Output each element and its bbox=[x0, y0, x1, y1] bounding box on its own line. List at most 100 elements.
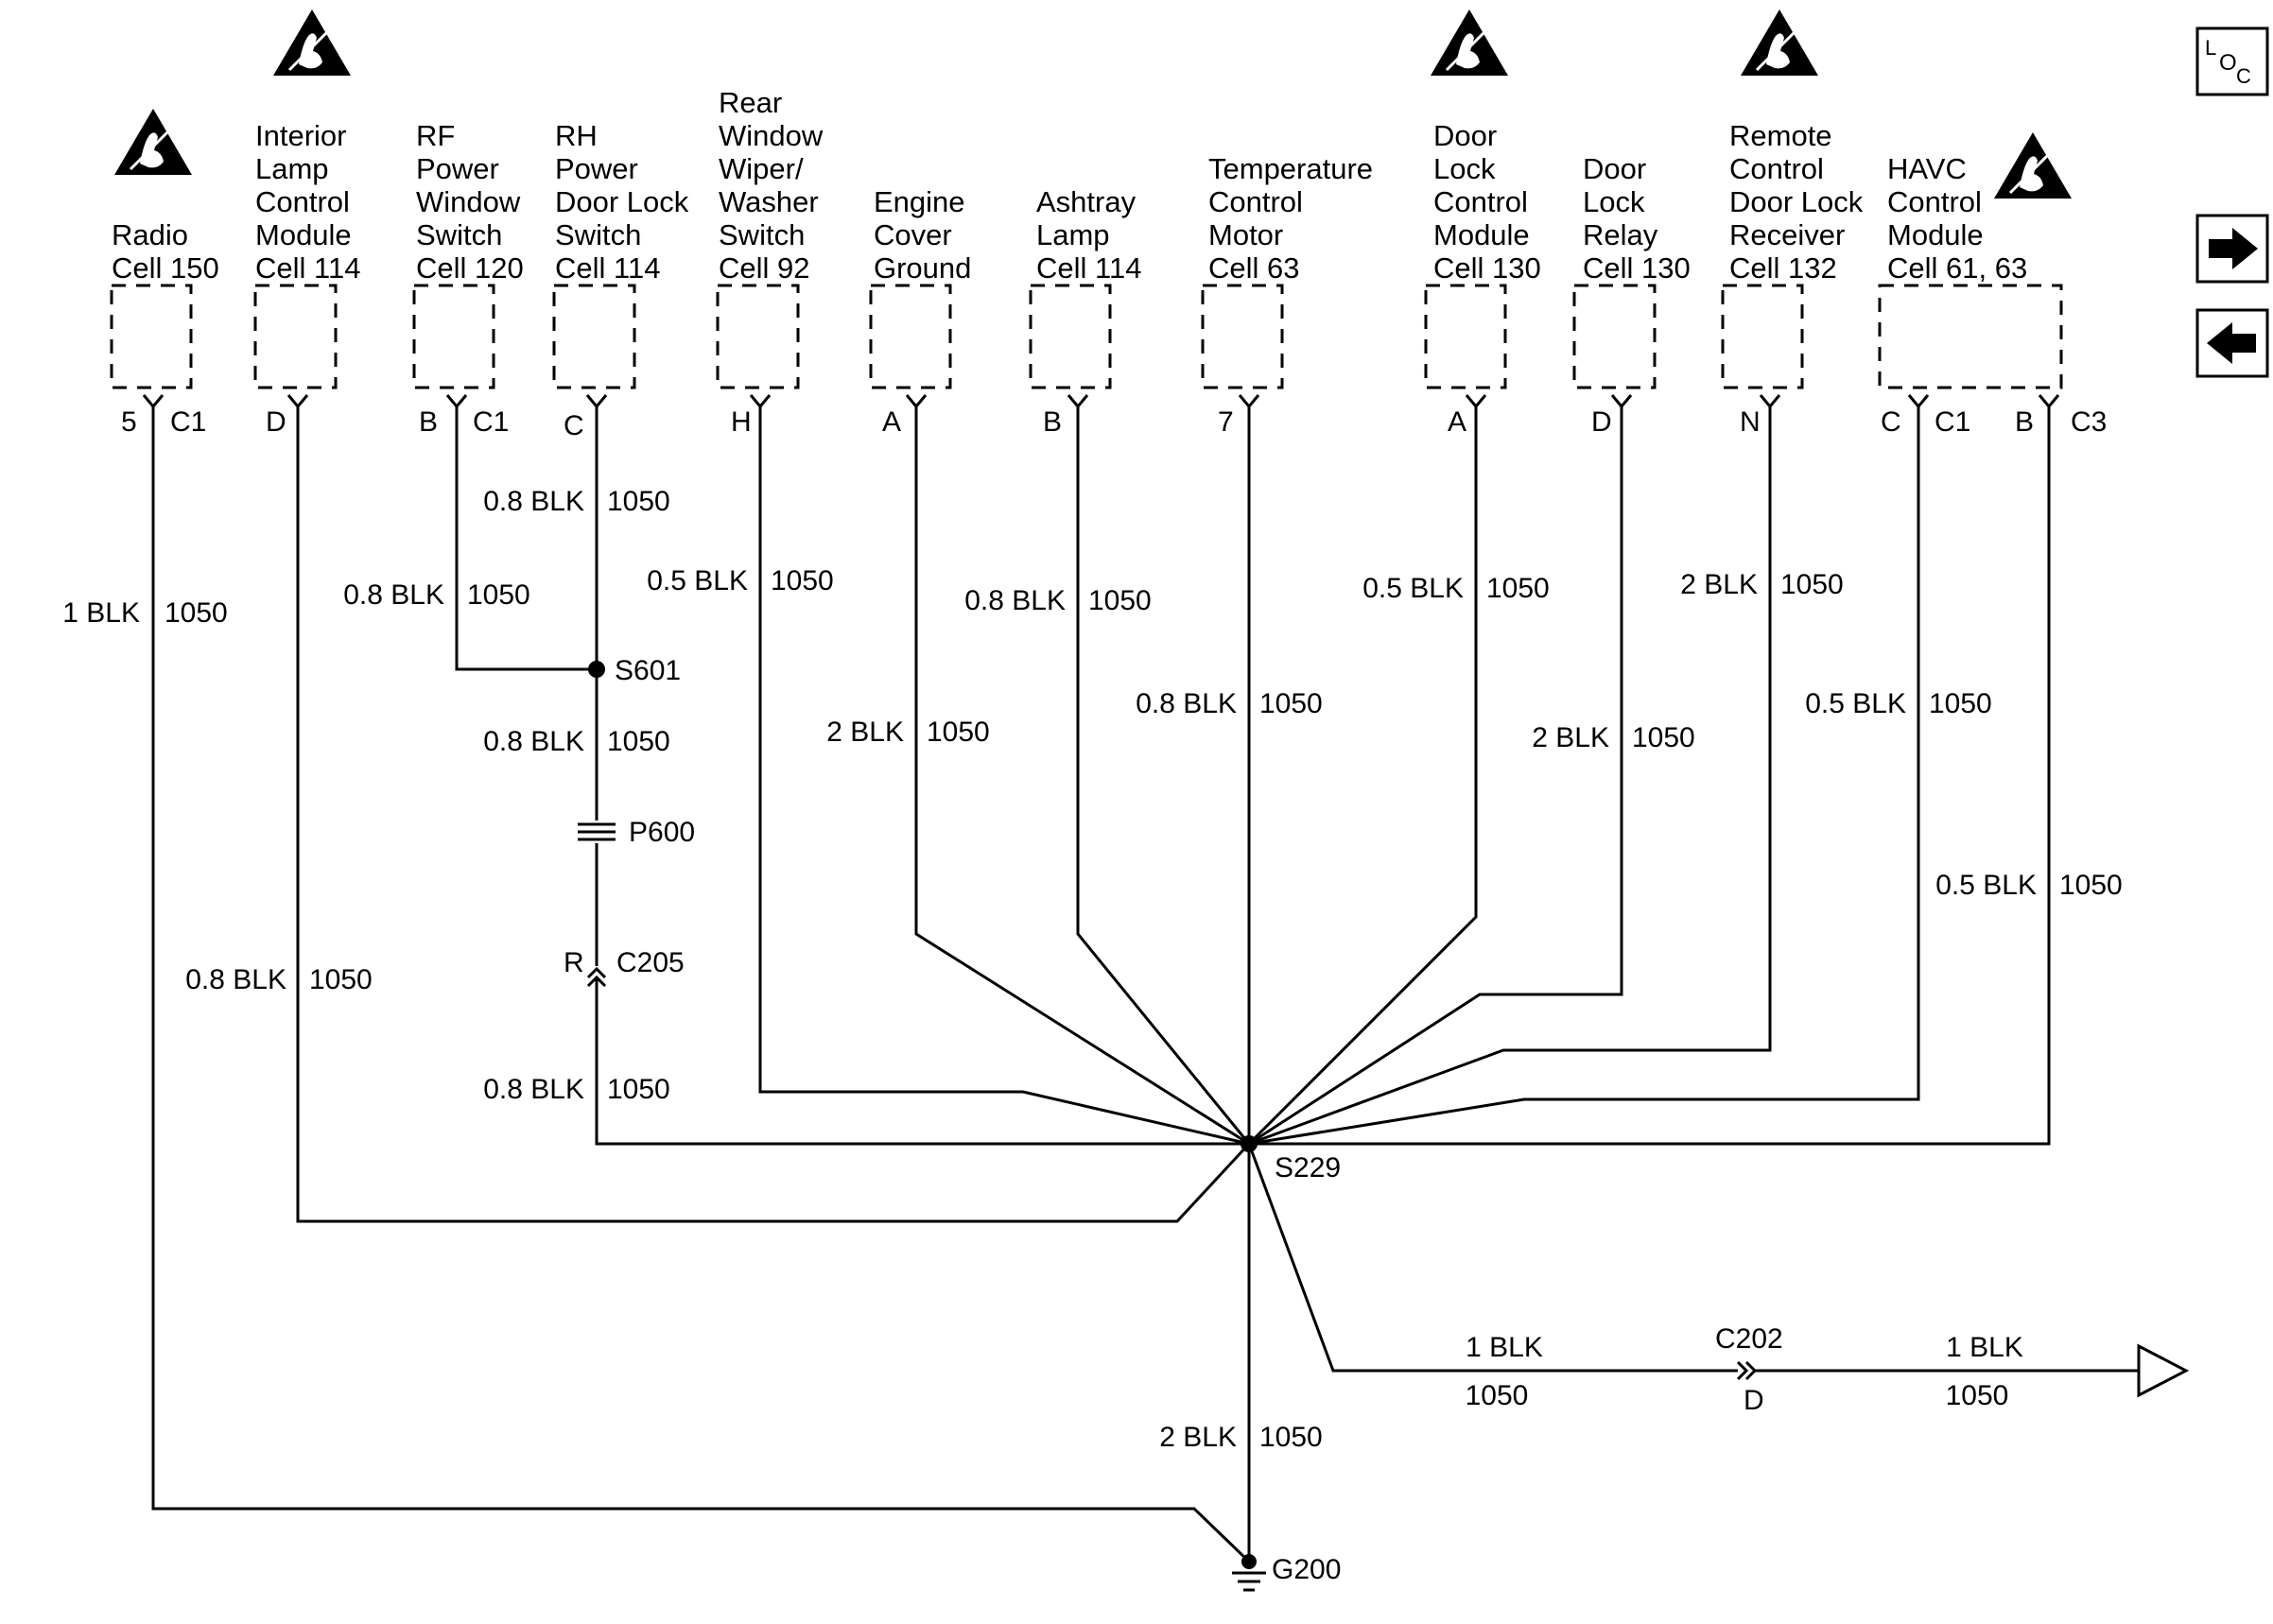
wire-gauge: 1 BLK bbox=[1946, 1332, 2023, 1363]
connector-label: C3 bbox=[2071, 406, 2107, 438]
wire-rh-door-lock bbox=[595, 977, 1249, 1146]
rf-power-window-switch-label: Window bbox=[416, 185, 521, 218]
pin-label: C bbox=[564, 410, 584, 441]
c202-label: C202 bbox=[1715, 1323, 1783, 1355]
splices: S601 S229 P600 R C205 C202 D G200 bbox=[564, 655, 2190, 1592]
wire-gauge: 0.8 BLK bbox=[964, 585, 1066, 616]
wire-circuit: 1050 bbox=[1259, 688, 1323, 719]
pin-label: N bbox=[1740, 406, 1761, 438]
wire-gauge: 2 BLK bbox=[1159, 1422, 1237, 1453]
rear-window-wiper-washer-switch-label: Cell 92 bbox=[719, 251, 810, 285]
wire-gauge: 2 BLK bbox=[1680, 569, 1758, 600]
radio-box bbox=[110, 284, 193, 389]
pin-label: D bbox=[1591, 406, 1612, 438]
wire-circuit: 1050 bbox=[771, 565, 834, 596]
esd-warning-icon bbox=[273, 9, 351, 76]
havc-control-module-label: Cell 61, 63 bbox=[1887, 251, 2027, 285]
remote-receiver-box bbox=[1721, 284, 1804, 389]
havc-control-module-label: HAVC bbox=[1887, 152, 1967, 185]
interior-lamp-control-module-label: Control bbox=[255, 185, 350, 218]
pin-label: 5 bbox=[121, 406, 137, 438]
pin-label: C bbox=[1881, 406, 1901, 438]
wire-ashtray bbox=[1076, 406, 1251, 1145]
pin-terminals bbox=[142, 394, 2060, 409]
wire-radio bbox=[151, 406, 1251, 1564]
wire-circuit: 1050 bbox=[1259, 1422, 1323, 1453]
wire-circuit: 1050 bbox=[607, 726, 670, 757]
ashtray-lamp-box bbox=[1029, 284, 1112, 389]
engine-cover-ground-box bbox=[869, 284, 952, 389]
ashtray-lamp-label: Ashtray bbox=[1036, 185, 1136, 218]
pin-labels: 5 C1 D B C1 C H A B 7 A D N C C1 B C3 bbox=[121, 406, 2107, 441]
ashtray-lamp-label: Lamp bbox=[1036, 218, 1110, 251]
interior-lamp-control-module-label: Module bbox=[255, 218, 352, 251]
rh-power-door-lock-switch-label: Cell 114 bbox=[555, 251, 660, 285]
previous-page-button[interactable] bbox=[2195, 308, 2269, 378]
rear-window-wiper-washer-switch-label: Window bbox=[719, 119, 824, 152]
wire-gauge: 0.8 BLK bbox=[483, 486, 584, 517]
pin-label: A bbox=[882, 406, 901, 438]
interior-lamp-control-module-label: Lamp bbox=[255, 152, 329, 185]
radio-label: Cell 150 bbox=[112, 251, 219, 285]
remote-control-door-lock-receiver-label: Cell 132 bbox=[1729, 251, 1837, 285]
c202-pin-label: D bbox=[1744, 1385, 1764, 1416]
door-lock-relay-label: Cell 130 bbox=[1583, 251, 1691, 285]
temperature-motor-box bbox=[1201, 284, 1284, 389]
door-lock-relay-label: Relay bbox=[1583, 218, 1658, 251]
wire-rf-window bbox=[455, 406, 597, 671]
wire-circuit: 1050 bbox=[1946, 1380, 2009, 1411]
wire-labels: 1 BLK 1050 0.8 BLK 1050 0.8 BLK 1050 0.8… bbox=[62, 486, 2122, 1453]
wire-gauge: 2 BLK bbox=[1532, 722, 1609, 753]
wire-circuit: 1050 bbox=[1088, 585, 1152, 616]
rear-window-wiper-washer-switch-label: Washer bbox=[719, 185, 819, 218]
wire-engine-cover bbox=[914, 406, 1250, 1146]
wire-door-lock-module bbox=[1247, 406, 1478, 1146]
splice-s601-dot bbox=[588, 661, 605, 678]
ground-g200-icon bbox=[1232, 1554, 1266, 1592]
wire-gauge: 0.5 BLK bbox=[1805, 688, 1906, 719]
rh-power-door-lock-switch-label: Switch bbox=[555, 218, 641, 251]
wire-interior-lamp bbox=[296, 406, 1251, 1223]
wire-gauge: 0.5 BLK bbox=[1935, 870, 2037, 901]
door-lock-control-module-label: Module bbox=[1433, 218, 1530, 251]
wire-remote-receiver bbox=[1248, 406, 1772, 1146]
next-page-button[interactable] bbox=[2195, 214, 2269, 284]
wire-havc-c3 bbox=[1249, 406, 2051, 1146]
door-lock-relay-label: Lock bbox=[1583, 185, 1645, 218]
rf-power-window-switch-label: Power bbox=[416, 152, 499, 185]
location-button[interactable]: L O C bbox=[2195, 26, 2269, 96]
wire-gauge: 0.5 BLK bbox=[647, 565, 748, 596]
ground-g200-label: G200 bbox=[1272, 1554, 1341, 1585]
ashtray-lamp-label: Cell 114 bbox=[1036, 251, 1141, 285]
pin-label: D bbox=[266, 406, 286, 438]
rear-wiper-switch-box bbox=[716, 284, 800, 389]
p600-label: P600 bbox=[629, 817, 695, 848]
wire-gauge: 0.8 BLK bbox=[483, 1074, 584, 1105]
rf-power-window-box bbox=[412, 284, 495, 389]
door-lock-control-module-label: Lock bbox=[1433, 152, 1496, 185]
interior-lamp-control-module-label: Interior bbox=[255, 119, 346, 152]
rh-power-door-lock-box bbox=[552, 284, 636, 389]
c205-label: C205 bbox=[616, 947, 685, 978]
c205-connector-icon bbox=[586, 966, 607, 988]
rh-power-door-lock-switch-label: RH bbox=[555, 119, 598, 152]
interior-lamp-box bbox=[253, 284, 338, 389]
door-lock-control-module-label: Cell 130 bbox=[1433, 251, 1541, 285]
rf-power-window-switch-label: Cell 120 bbox=[416, 251, 524, 285]
wire-circuit: 1050 bbox=[927, 717, 990, 748]
temperature-control-motor-label: Motor bbox=[1208, 218, 1283, 251]
door-lock-control-module-label: Door bbox=[1433, 119, 1497, 152]
esd-warning-icon bbox=[1994, 132, 2072, 199]
wire-gauge: 0.8 BLK bbox=[185, 964, 286, 995]
loc-letter-l: L bbox=[2205, 36, 2216, 60]
wire-gauge: 0.8 BLK bbox=[343, 579, 444, 611]
wire-circuit: 1050 bbox=[1632, 722, 1695, 753]
wire-gauge: 0.8 BLK bbox=[483, 726, 584, 757]
pin-label: H bbox=[731, 406, 752, 438]
wire-circuit: 1050 bbox=[1486, 573, 1550, 604]
loc-letter-o: O bbox=[2219, 50, 2237, 76]
loc-letter-c: C bbox=[2236, 64, 2251, 88]
wire-gauge: 0.5 BLK bbox=[1362, 573, 1464, 604]
wire-circuit: 1050 bbox=[1929, 688, 1992, 719]
